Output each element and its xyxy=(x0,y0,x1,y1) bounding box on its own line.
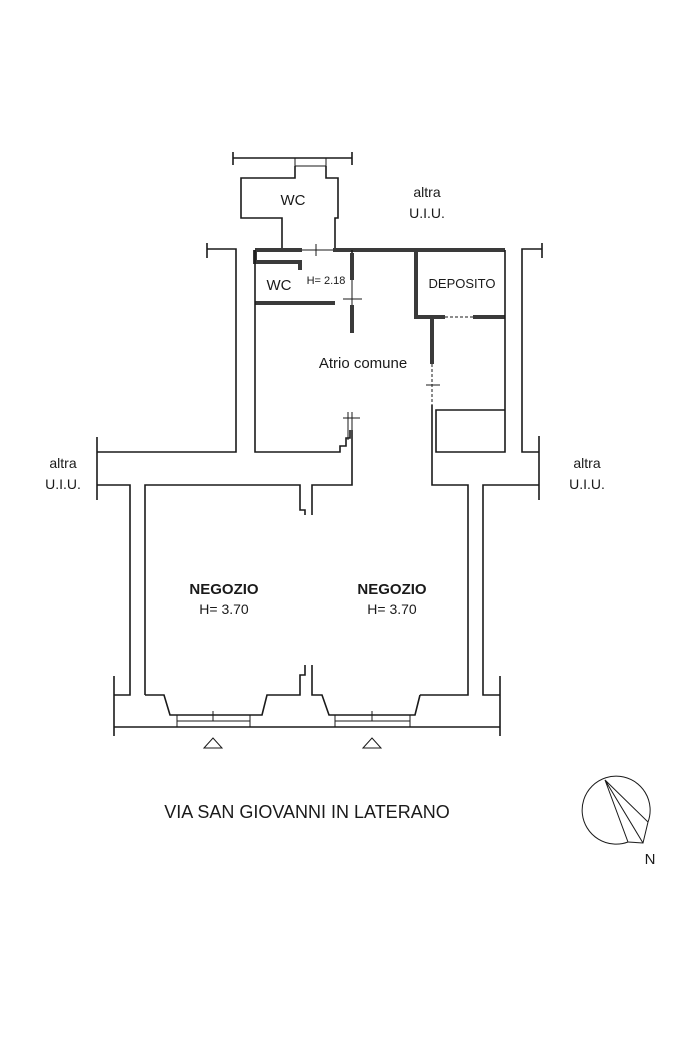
top-window xyxy=(232,152,353,167)
room-label-wc-upper: WC xyxy=(281,192,306,209)
room-height-negozio-left: H= 3.70 xyxy=(199,601,249,617)
room-height-wc: H= 2.18 xyxy=(307,275,346,287)
wall-wc-upper xyxy=(240,166,339,250)
room-label-negozio-left: NEGOZIO xyxy=(189,581,259,598)
neighbor-top: altra xyxy=(413,184,440,200)
room-label-deposito: DEPOSITO xyxy=(429,276,496,291)
neighbor-right: altra xyxy=(573,455,600,471)
wall-left-upper xyxy=(96,243,306,736)
compass-north-label: N xyxy=(645,851,656,868)
room-label-atrio: Atrio comune xyxy=(319,355,407,372)
wall-wc-lower-sides xyxy=(254,250,353,453)
entrance-arrow-icon xyxy=(361,737,383,749)
shop-windows xyxy=(176,711,411,728)
north-compass-icon xyxy=(581,775,651,845)
room-height-negozio-right: H= 3.70 xyxy=(367,601,417,617)
entrance-arrow-icon xyxy=(202,737,224,749)
neighbor-left: altra xyxy=(49,455,76,471)
wall-main-top xyxy=(253,248,505,305)
shop-left-front xyxy=(145,665,421,716)
street-label: VIA SAN GIOVANNI IN LATERANO xyxy=(164,802,449,822)
room-label-wc-lower: WC xyxy=(267,277,292,294)
neighbor-top: U.I.U. xyxy=(409,205,445,221)
neighbor-left: U.I.U. xyxy=(45,476,81,492)
room-label-negozio-right: NEGOZIO xyxy=(357,581,427,598)
neighbor-right: U.I.U. xyxy=(569,476,605,492)
